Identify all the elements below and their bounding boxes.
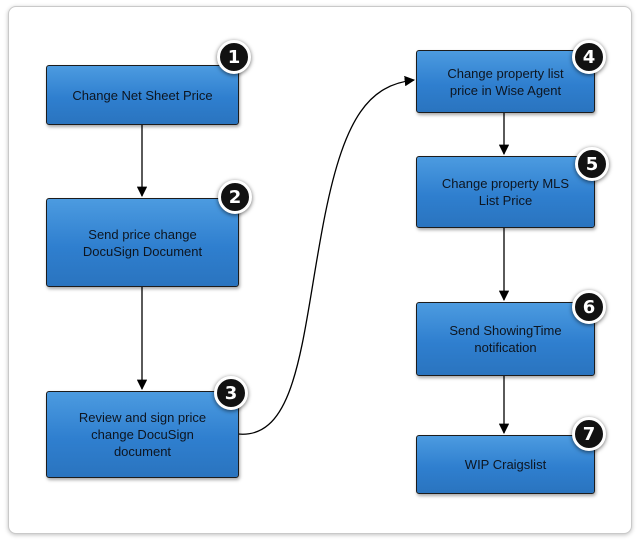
step-3-box[interactable]: Review and sign price change DocuSign do…	[46, 391, 239, 478]
step-6-number-badge: 6	[572, 290, 606, 324]
step-7-number-badge: 7	[572, 417, 606, 451]
step-4-number-badge: 4	[572, 40, 606, 74]
step-7-box[interactable]: WIP Craigslist	[416, 435, 595, 494]
step-2-box[interactable]: Send price change DocuSign Document	[46, 198, 239, 287]
step-5-number-badge: 5	[575, 147, 609, 181]
connector-3-4	[237, 75, 416, 435]
step-1-box[interactable]: Change Net Sheet Price	[46, 65, 239, 125]
step-5-box[interactable]: Change property MLS List Price	[416, 156, 595, 228]
step-1-number-badge: 1	[217, 40, 251, 74]
step-4-box[interactable]: Change property list price in Wise Agent	[416, 50, 595, 113]
step-2-number-badge: 2	[218, 180, 252, 214]
step-3-number-badge: 3	[214, 376, 248, 410]
step-6-box[interactable]: Send ShowingTime notification	[416, 302, 595, 376]
